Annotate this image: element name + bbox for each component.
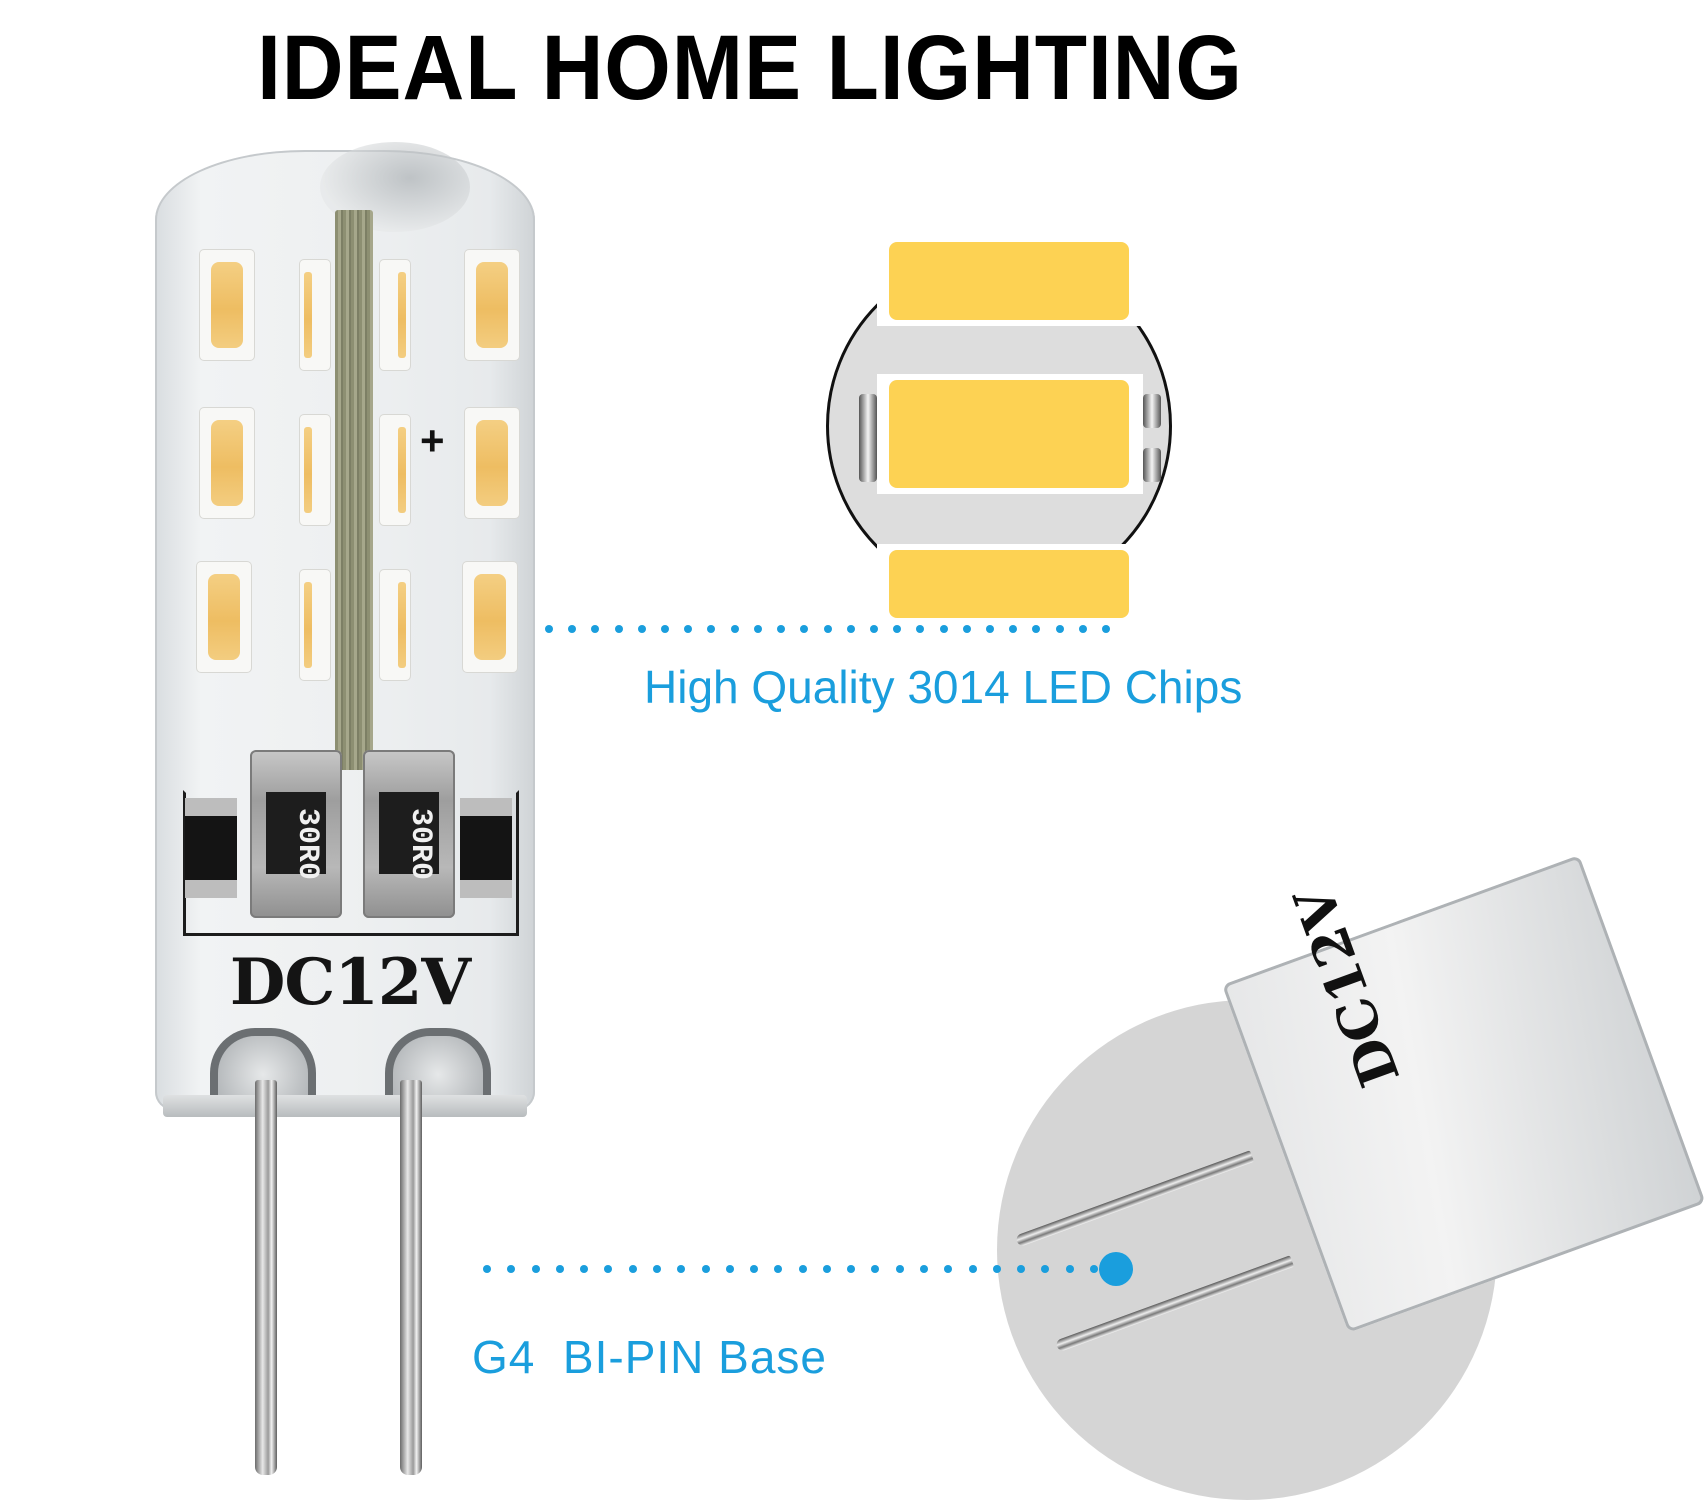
callout-dot [507,1265,516,1273]
callout-dot [798,1265,807,1273]
led-chip [197,562,251,672]
pcb-core [335,210,373,770]
callout-dot [568,625,577,633]
callout-dot [869,625,878,633]
pin-left [255,1080,277,1475]
chip-pad-top [877,236,1143,326]
pin-right [400,1080,422,1475]
callout-dot [614,625,623,633]
led-chip [465,408,519,518]
callout-dot [962,625,971,633]
callout-dot [985,625,994,633]
resistor-code: 30R0 [403,807,437,880]
callout-dot [1032,625,1041,633]
callout-dot [677,1265,686,1273]
callout-dot [920,1265,929,1273]
callout-dot [545,625,553,633]
callout-dot [774,1265,783,1273]
chip-terminal [1143,394,1161,428]
diode-right [460,798,512,898]
bulb-base-rim [163,1095,527,1117]
callout-dot [1078,625,1087,633]
chip-pad-center [877,374,1143,494]
led-chip [200,408,254,518]
led-chip [300,415,330,525]
g4-led-bulb: + 30R0 30R0 DC12V [155,142,540,1500]
chip-pad-bottom [877,544,1143,624]
callout-dot [893,625,902,633]
led-chip [380,415,410,525]
led-chip-magnifier [826,236,1172,624]
callout-dot [1102,625,1110,633]
callout-dot [916,625,925,633]
led-chip [300,570,330,680]
callout-dot [580,1265,589,1273]
callout-dot [483,1265,491,1273]
callout-dot [637,625,646,633]
led-chip [463,562,517,672]
callout-dot [847,1265,856,1273]
callout-dot [871,1265,880,1273]
chip-terminal [859,394,877,482]
callout-dot [661,625,670,633]
callout-dot [555,1265,564,1273]
resistor-code: 30R0 [290,807,324,880]
callout-pointer-dot [1099,1252,1133,1286]
resistor-right: 30R0 [363,750,455,918]
callout-dot [753,625,762,633]
callout-dot [684,625,693,633]
polarity-plus-mark: + [420,417,445,464]
callout-dot [800,625,809,633]
callout-bi-pin-base: G4 BI-PIN Base [472,1331,828,1383]
led-chip [380,570,410,680]
callout-dot [628,1265,637,1273]
callout-dot [725,1265,734,1273]
diode-left [185,798,237,898]
led-chip [300,260,330,370]
callout-dotted-line [545,625,1110,635]
callout-dot [1009,625,1018,633]
callout-dot [750,1265,759,1273]
callout-dot [652,1265,661,1273]
callout-dot [707,625,716,633]
callout-dot [701,1265,710,1273]
callout-dot [531,1265,540,1273]
voltage-label: DC12V [229,945,471,1020]
callout-dot [730,625,739,633]
callout-dot [777,625,786,633]
callout-dot [1090,1265,1098,1273]
led-chip [200,250,254,360]
callout-dot [823,625,832,633]
callout-dot [944,1265,953,1273]
led-chip [465,250,519,360]
callout-dot [968,1265,977,1273]
callout-dot [992,1265,1001,1273]
callout-dot [895,1265,904,1273]
callout-dot [1065,1265,1074,1273]
resistor-left: 30R0 [250,750,342,918]
callout-dot [1041,1265,1050,1273]
callout-dot [822,1265,831,1273]
callout-dot [1055,625,1064,633]
callout-dot [1017,1265,1026,1273]
chip-terminal [1143,448,1161,482]
pcb-outline [183,790,519,936]
callout-led-chips: High Quality 3014 LED Chips [644,661,1243,713]
callout-dot [604,1265,613,1273]
led-chip [380,260,410,370]
callout-dot [846,625,855,633]
callout-dot [591,625,600,633]
callout-dotted-line [483,1265,1098,1275]
closeup-pin-upper [1015,1150,1255,1248]
headline: IDEAL HOME LIGHTING [257,17,1243,119]
bi-pin-base-magnifier: DC12V [997,855,1706,1500]
callout-dot [939,625,948,633]
